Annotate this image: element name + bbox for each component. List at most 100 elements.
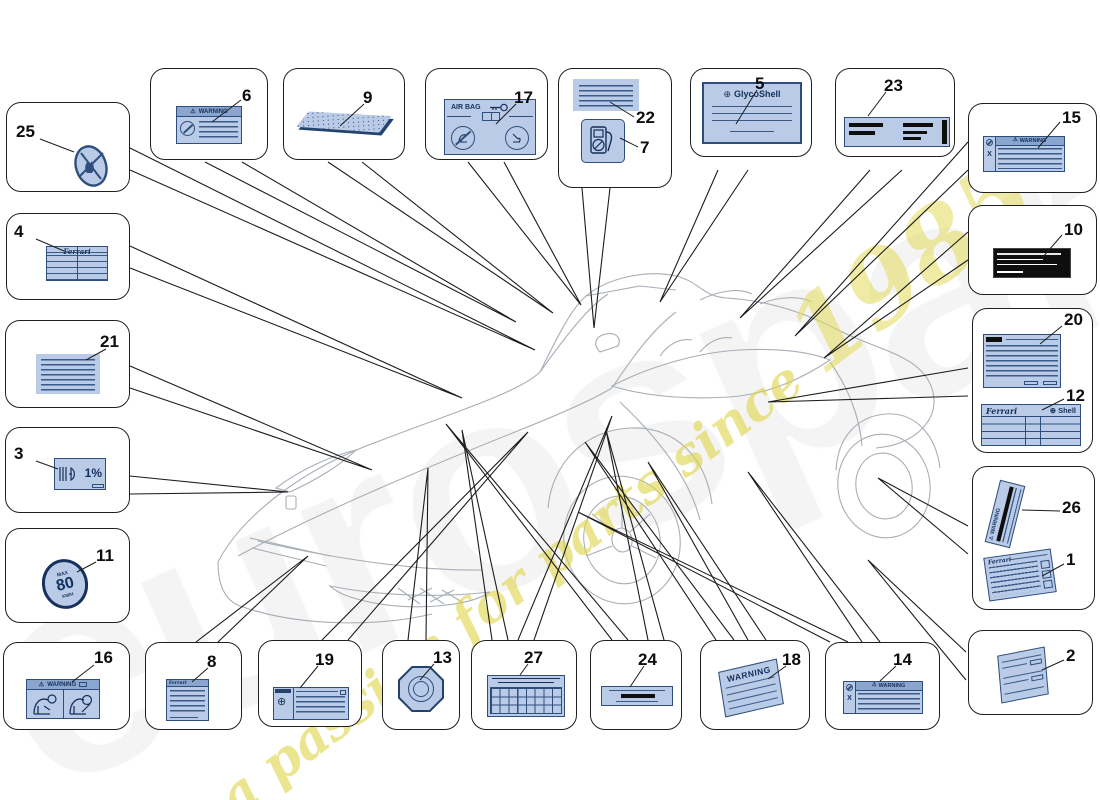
callout-box-27[interactable] bbox=[471, 640, 577, 730]
part-number-8[interactable]: 8 bbox=[207, 652, 217, 671]
callout-box-4[interactable]: Ferrari bbox=[6, 213, 130, 300]
callout-box-18[interactable]: WARNING bbox=[700, 640, 810, 730]
warning-triangle-icon: ⚠ bbox=[38, 681, 45, 688]
part-number-9[interactable]: 9 bbox=[363, 88, 373, 107]
callout-box-11[interactable]: MAX 80 KM/H bbox=[5, 528, 130, 623]
seat-position-icon bbox=[482, 112, 500, 121]
part-number-3[interactable]: 3 bbox=[14, 444, 24, 463]
part-number-17[interactable]: 17 bbox=[514, 88, 533, 107]
child-seat-pictogram-left bbox=[33, 694, 57, 715]
no-child-seat-icon bbox=[451, 126, 475, 150]
fuel-cap-label bbox=[398, 666, 444, 712]
callout-box-21[interactable] bbox=[5, 320, 130, 408]
callout-box-9[interactable] bbox=[283, 68, 405, 160]
callout-box-26-1[interactable]: ⚠ WARNING Ferrari bbox=[972, 466, 1095, 610]
part-number-13[interactable]: 13 bbox=[433, 648, 452, 667]
label-barcode-strip bbox=[844, 117, 950, 147]
warning-triangle-icon: ⚠ bbox=[190, 108, 196, 115]
callout-box-3[interactable]: 1% bbox=[5, 427, 130, 513]
strip-end-bar bbox=[942, 120, 947, 144]
part-number-7[interactable]: 7 bbox=[640, 138, 650, 157]
warning-label-text: WARNING bbox=[47, 681, 77, 688]
part-number-26[interactable]: 26 bbox=[1062, 498, 1081, 517]
callout-box-17[interactable]: AIR BAG bbox=[425, 68, 548, 160]
part-number-19[interactable]: 19 bbox=[315, 650, 334, 669]
part-number-6[interactable]: 6 bbox=[242, 86, 252, 105]
fuel-pump-icon bbox=[590, 126, 613, 154]
label-lined-sticker bbox=[36, 354, 100, 394]
callout-box-13[interactable] bbox=[382, 640, 460, 730]
part-number-14[interactable]: 14 bbox=[893, 650, 912, 669]
label-ferrari-data-plate: Ferrari bbox=[46, 246, 108, 281]
part-number-20[interactable]: 20 bbox=[1064, 310, 1083, 329]
part-number-16[interactable]: 16 bbox=[94, 648, 113, 667]
callout-box-24[interactable] bbox=[590, 640, 682, 730]
part-number-21[interactable]: 21 bbox=[100, 332, 119, 351]
x-mark-icon: X bbox=[847, 695, 852, 702]
part-number-27[interactable]: 27 bbox=[524, 648, 543, 667]
callout-box-25[interactable] bbox=[6, 102, 130, 192]
callout-box-15[interactable]: ⚠ WARNING X bbox=[968, 103, 1097, 193]
shell-pecten-icon: ⊕ bbox=[723, 88, 731, 99]
callout-box-10[interactable] bbox=[968, 205, 1097, 295]
prohibition-icon bbox=[846, 684, 853, 691]
headlight-aim-value: 1% bbox=[84, 466, 102, 480]
ferrari-logo-text: Ferrari bbox=[169, 680, 187, 686]
shell-text: Shell bbox=[1058, 406, 1076, 415]
callout-box-6[interactable]: ⚠ WARNING bbox=[150, 68, 268, 160]
part-number-1[interactable]: 1 bbox=[1066, 550, 1076, 569]
warning-label-text: WARNING bbox=[878, 683, 906, 689]
x-mark-icon: X bbox=[987, 151, 992, 158]
label-tire-pressure-table bbox=[487, 675, 565, 717]
part-number-24[interactable]: 24 bbox=[638, 650, 657, 669]
callout-box-8[interactable]: Ferrari bbox=[145, 642, 242, 730]
label-headlight-aim: 1% bbox=[54, 458, 106, 490]
child-seat-ok-icon bbox=[505, 126, 529, 150]
gear-pecten-icon: ⊕ bbox=[277, 696, 287, 708]
part-number-5[interactable]: 5 bbox=[755, 74, 765, 93]
part-number-11[interactable]: 11 bbox=[96, 546, 114, 565]
label-airbag-sticker: AIR BAG bbox=[444, 99, 536, 155]
label-warning-table-14: ⚠ WARNING X bbox=[843, 681, 923, 714]
callout-box-2[interactable] bbox=[968, 630, 1093, 715]
part-number-15[interactable]: 15 bbox=[1062, 108, 1081, 127]
callout-box-19[interactable]: ⊕ bbox=[258, 640, 362, 727]
part-number-25[interactable]: 25 bbox=[16, 122, 35, 141]
part-number-23[interactable]: 23 bbox=[884, 76, 903, 95]
part-number-2[interactable]: 2 bbox=[1066, 646, 1076, 665]
glycoshell-text: GlycoShell bbox=[734, 89, 781, 99]
label-warning-sticker: ⚠ WARNING bbox=[176, 106, 242, 144]
part-number-12[interactable]: 12 bbox=[1066, 386, 1085, 405]
callout-box-14[interactable]: ⚠ WARNING X bbox=[825, 642, 940, 730]
ferrari-logo-text: Ferrari bbox=[986, 405, 1018, 416]
callout-box-5[interactable]: ⊕ GlycoShell bbox=[690, 68, 812, 157]
child-seat-pictogram-right bbox=[69, 694, 93, 715]
warning-triangle-icon: ⚠ bbox=[871, 682, 877, 689]
no-open-flame-icon bbox=[74, 145, 108, 187]
part-number-4[interactable]: 4 bbox=[14, 222, 24, 241]
warning-label-text: WARNING bbox=[198, 108, 228, 115]
key-icon bbox=[490, 103, 508, 112]
callout-box-16[interactable]: ⚠ WARNING bbox=[3, 642, 130, 730]
callout-box-20-12[interactable]: Ferrari ⊕ Shell bbox=[972, 308, 1093, 453]
part-number-18[interactable]: 18 bbox=[782, 650, 801, 669]
part-number-22[interactable]: 22 bbox=[636, 108, 655, 127]
callout-box-23[interactable] bbox=[835, 68, 955, 157]
label-glycoshell: ⊕ GlycoShell bbox=[702, 82, 802, 144]
warning-label-text: WARNING bbox=[1019, 138, 1047, 144]
label-lined-sticker-22 bbox=[573, 79, 639, 111]
prohibition-icon bbox=[986, 139, 993, 146]
label-coolant-sticker-19: ⊕ bbox=[273, 687, 349, 720]
shell-pecten-icon: ⊕ bbox=[1049, 406, 1057, 415]
label-text-plate-20 bbox=[983, 334, 1061, 388]
part-number-10[interactable]: 10 bbox=[1064, 220, 1083, 239]
label-black-caution-plate bbox=[993, 248, 1071, 278]
label-airbag-warning-pictograms: ⚠ WARNING bbox=[26, 679, 100, 719]
callout-box-22-7[interactable] bbox=[558, 68, 672, 188]
airbag-label-text: AIR BAG bbox=[451, 104, 481, 111]
warning-triangle-icon: ⚠ bbox=[1012, 137, 1018, 144]
ferrari-logo-text: Ferrari bbox=[63, 247, 91, 256]
